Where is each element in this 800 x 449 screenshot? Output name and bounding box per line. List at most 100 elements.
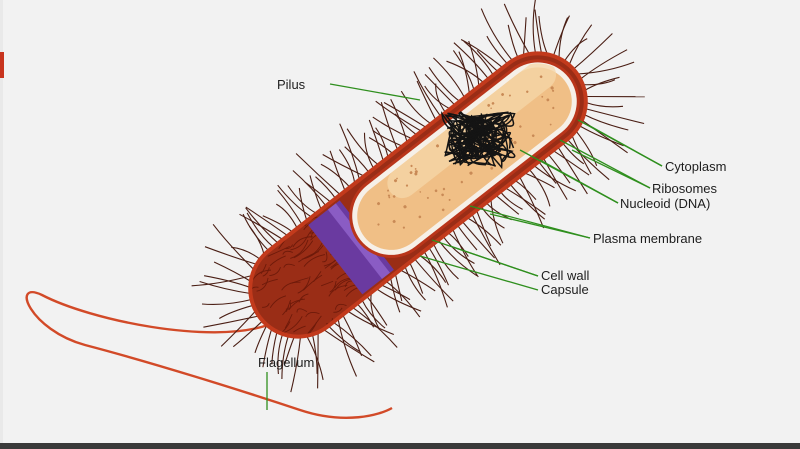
ribosome-dot: [414, 168, 417, 170]
pilus-fiber: [277, 184, 312, 218]
pilus-fiber: [201, 298, 252, 305]
pilus-fiber: [204, 246, 257, 265]
capsule-fiber: [262, 267, 270, 277]
capsule-fiber: [291, 277, 309, 284]
ribosome-dot: [469, 171, 473, 175]
pilus-fiber: [578, 125, 624, 147]
ribosome-dot: [549, 123, 552, 126]
ribosome-dot: [388, 196, 391, 199]
pilus-fiber: [409, 262, 424, 294]
capsule-fiber: [333, 307, 343, 313]
capsule-fiber: [283, 263, 295, 268]
pilus-leader: [329, 83, 421, 101]
pilus-fiber: [290, 336, 302, 393]
pilus-fiber: [534, 9, 543, 54]
pilus-fiber: [519, 176, 545, 229]
pilus-fiber: [424, 85, 451, 110]
ribosome-dot: [377, 202, 381, 206]
pilus-fiber: [575, 130, 598, 166]
pilus-fiber: [385, 280, 421, 318]
pilus-fiber: [370, 292, 380, 330]
pilus-fiber: [566, 138, 610, 181]
capsule-fiber: [293, 240, 314, 259]
capsule-fiber: [282, 250, 293, 255]
pilus-fiber: [514, 179, 537, 200]
capsule-fiber: [288, 298, 303, 311]
pilus-fiber: [542, 157, 568, 200]
pilus-fiber: [315, 176, 337, 199]
capsule-fiber: [292, 236, 313, 248]
pilus-fiber: [191, 274, 253, 287]
pilus-fiber: [239, 213, 284, 241]
ribosome-dot: [441, 193, 444, 197]
ribosome-dot: [418, 215, 422, 219]
pilus-fiber: [380, 284, 411, 301]
pilus-fiber: [404, 266, 426, 301]
pilus-fiber: [400, 90, 432, 125]
pilus-fiber: [447, 232, 469, 257]
pilus-fiber: [581, 119, 628, 154]
slide-left-edge: [0, 0, 3, 449]
ribosome-dot: [539, 75, 543, 79]
ribosome-dot: [526, 90, 529, 93]
pilus-fiber: [342, 314, 363, 356]
pilus-fiber: [468, 40, 480, 87]
pilus-fiber: [538, 16, 549, 55]
pilus-fiber: [317, 332, 319, 389]
ribosome-dot: [541, 95, 544, 98]
pilus-fiber: [522, 17, 527, 56]
capsule-label: Capsule: [541, 282, 589, 297]
ribosome-dot: [460, 180, 464, 184]
ribosome-dot: [403, 205, 407, 209]
pilus-fiber: [528, 168, 551, 207]
capsule-fiber: [256, 277, 269, 292]
pilus-fiber: [375, 100, 422, 132]
ribosome-dot: [508, 94, 511, 97]
pilus-fiber: [486, 35, 509, 65]
pilus-fiber: [433, 243, 459, 280]
pilus-fiber: [271, 331, 278, 365]
pilus-fiber: [480, 8, 513, 61]
pilus-fiber: [433, 57, 466, 98]
ribosome-dot: [394, 179, 398, 183]
pilus-fiber: [504, 187, 546, 215]
ribosome-dot: [387, 189, 390, 192]
pilus-fiber: [466, 217, 502, 246]
pilus-fiber: [277, 333, 284, 375]
pilus-fiber: [499, 191, 523, 210]
ribosome-dot: [396, 177, 398, 180]
pilus-fiber: [203, 315, 259, 328]
capsule-fiber: [344, 280, 353, 288]
pilus-fiber: [361, 299, 386, 329]
nucleoid-dna: [441, 110, 516, 170]
pilus-fiber: [346, 128, 379, 166]
pilus-label: Pilus: [277, 77, 306, 92]
pilus-fiber: [562, 142, 585, 165]
pilus-fiber: [503, 3, 530, 55]
pilus-fiber: [458, 51, 470, 95]
ribosome-dot: [448, 198, 451, 201]
capsule-leader: [419, 255, 539, 291]
pilus-fiber: [298, 187, 308, 222]
cell-wall-label: Cell wall: [541, 268, 590, 283]
ribosome-dot: [491, 102, 495, 105]
capsule-fiber: [298, 251, 319, 263]
pilus-fiber: [563, 38, 588, 62]
cell-wall: [248, 51, 588, 339]
pilus-fiber: [231, 246, 261, 260]
pilus-fiber: [507, 24, 519, 58]
pilus-fiber: [399, 269, 436, 292]
capsule-fiber: [290, 239, 309, 259]
pilus-fiber: [557, 146, 588, 195]
capsule-fiber: [320, 280, 334, 287]
pilus-fiber: [328, 325, 361, 353]
pilus-fiber: [552, 149, 590, 176]
ribosome-dot: [402, 226, 405, 229]
capsule-fiber: [290, 298, 305, 305]
slide-bottom-bar: [0, 443, 800, 449]
pilus-fiber: [212, 223, 255, 271]
ribosome-dot: [426, 196, 429, 199]
pilus-fiber: [347, 310, 395, 336]
capsule-fiber: [269, 255, 286, 267]
